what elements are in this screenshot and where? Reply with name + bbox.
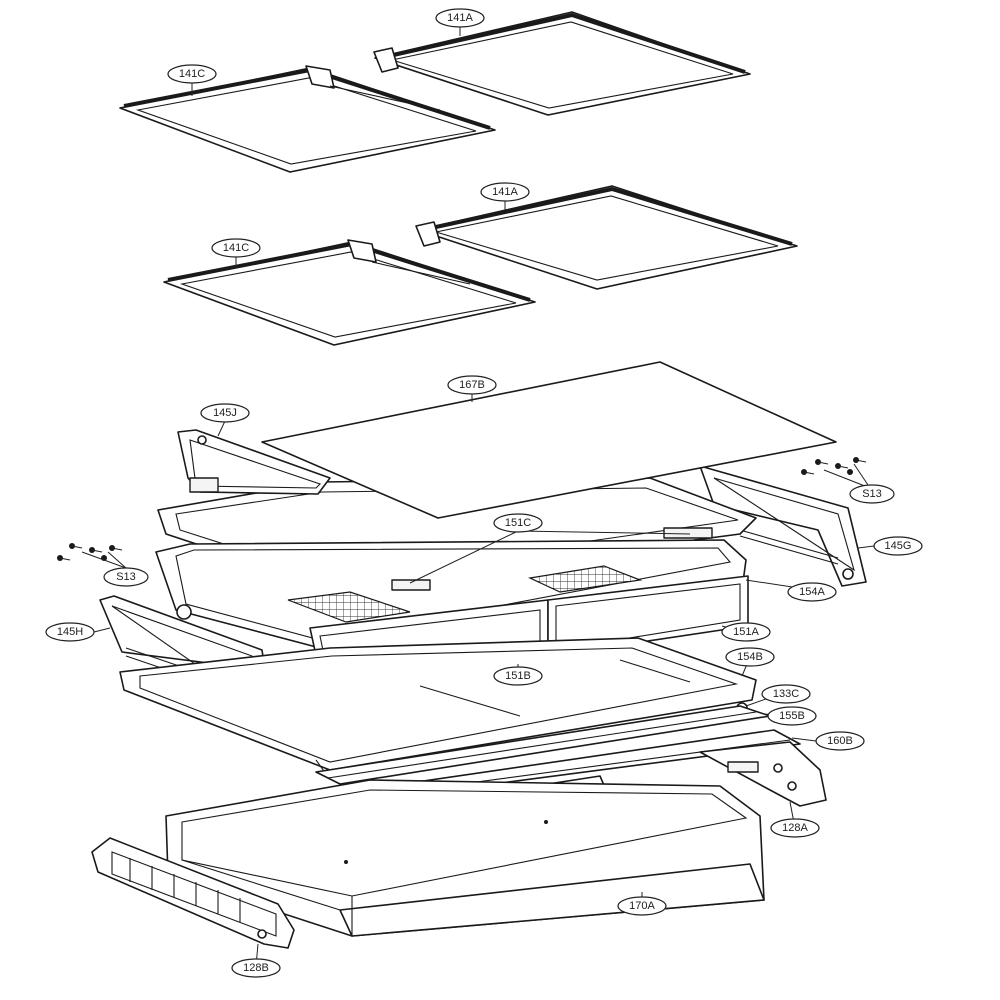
callout-133c-text: 133C (773, 688, 799, 700)
callout-145j-text: 145J (213, 407, 237, 419)
support-plate-154b (119, 637, 757, 775)
callout-145j: 145J (200, 403, 250, 423)
shelf-141c-mid (163, 239, 536, 346)
callout-155b-text: 155B (779, 710, 805, 722)
callout-167b-text: 167B (459, 379, 485, 391)
callout-160b-text: 160B (827, 735, 853, 747)
callout-151a-text: 151A (733, 626, 759, 638)
callout-151b: 151B (493, 666, 543, 686)
callout-170a: 170A (617, 896, 667, 916)
callout-154b: 154B (725, 647, 775, 667)
callout-141a-top-text: 141A (447, 12, 473, 24)
callout-145g-text: 145G (885, 540, 912, 552)
bracket-128b (91, 837, 295, 949)
side-rail-145j (177, 429, 331, 495)
callout-141a-mid-text: 141A (492, 186, 518, 198)
glass-panel-167b (261, 361, 837, 519)
callout-128b: 128B (231, 958, 281, 978)
callout-133c: 133C (761, 684, 811, 704)
callout-s13-left: S13 (103, 567, 149, 587)
callout-s13-right: S13 (849, 484, 895, 504)
callout-170a-text: 170A (629, 900, 655, 912)
callout-145h: 145H (45, 622, 95, 642)
callout-128a: 128A (770, 818, 820, 838)
callout-128a-text: 128A (782, 822, 808, 834)
callout-141c-top-text: 141C (179, 68, 205, 80)
shelf-141c-top (119, 65, 496, 173)
callout-s13-left-text: S13 (116, 571, 136, 583)
main-drawer-170a (165, 779, 765, 937)
callout-151a: 151A (721, 622, 771, 642)
callout-145h-text: 145H (57, 626, 83, 638)
callout-151b-text: 151B (505, 670, 531, 682)
callout-151c: 151C (493, 513, 543, 533)
callout-141c-mid: 141C (211, 238, 261, 258)
screw-set-left-icon (57, 543, 123, 561)
callout-155b: 155B (767, 706, 817, 726)
callout-167b: 167B (447, 375, 497, 395)
callout-141a-top: 141A (435, 8, 485, 28)
callout-154a-text: 154A (799, 586, 825, 598)
callout-141c-mid-text: 141C (223, 242, 249, 254)
callout-151c-text: 151C (505, 517, 531, 529)
callout-145g: 145G (873, 536, 923, 556)
callout-s13-right-text: S13 (862, 488, 882, 500)
callout-141a-mid: 141A (480, 182, 530, 202)
callout-141c-top: 141C (167, 64, 217, 84)
shelf-141a-mid (415, 185, 798, 290)
callout-154a: 154A (787, 582, 837, 602)
screw-set-right-icon (801, 457, 867, 475)
callout-160b: 160B (815, 731, 865, 751)
callout-154b-text: 154B (737, 651, 763, 663)
bracket-128a (699, 741, 827, 807)
callout-128b-text: 128B (243, 962, 269, 974)
shelf-141a-top (373, 11, 751, 116)
